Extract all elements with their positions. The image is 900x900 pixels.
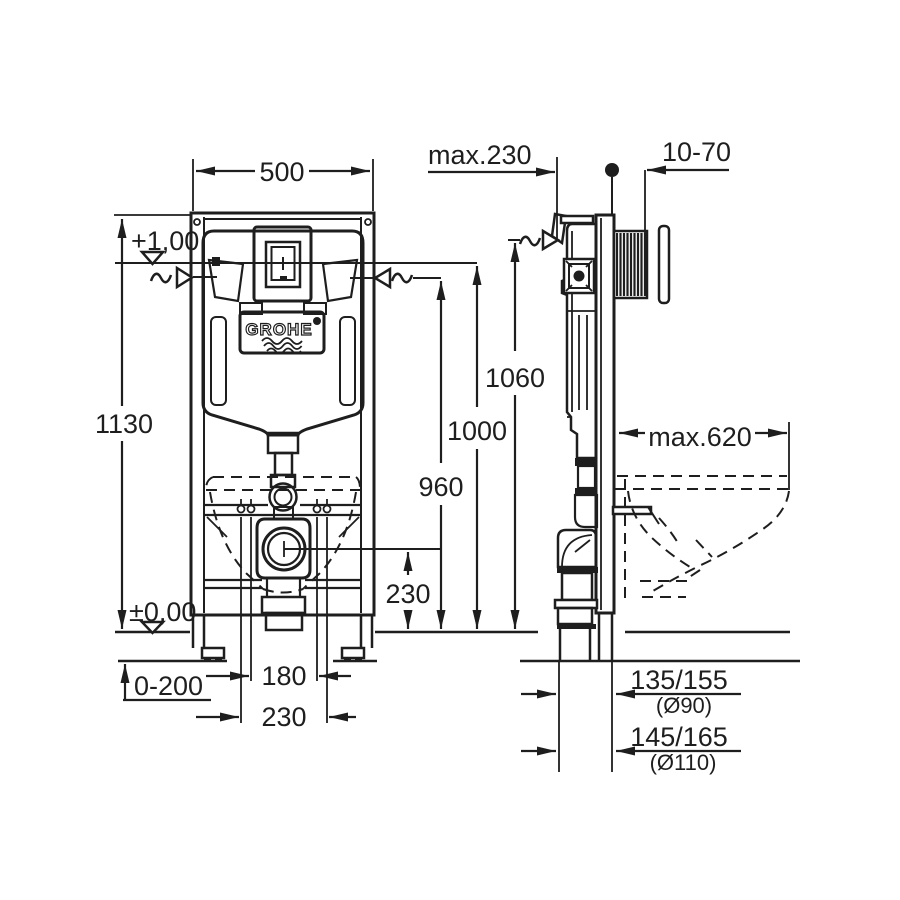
- dimensions: 500 1130 960 1000 1060 230 0-200 180: [95, 137, 790, 775]
- rail-profile: [594, 213, 616, 615]
- supply-arrow-left-icon: [149, 265, 217, 290]
- water-supply-symbols: [149, 228, 561, 290]
- dim-max230-label: max.230: [428, 140, 532, 170]
- dim-1000-label: 1000: [447, 416, 507, 446]
- dim-width-label: 500: [259, 157, 304, 187]
- wave-icon: [261, 337, 303, 355]
- dim-height-label: 1130: [95, 409, 153, 439]
- dim-outlet-height-label: 230: [385, 579, 430, 609]
- pipe-flange-icon: [268, 482, 298, 512]
- bolt-icon: [236, 504, 246, 514]
- tank-rib-right: [339, 316, 356, 406]
- dim-offset90-label: 135/155: [630, 665, 728, 695]
- front-view: GROHE: [189, 211, 376, 661]
- dim-foot-range-label: 0-200: [134, 671, 203, 701]
- drain-housing: [255, 517, 312, 632]
- bracket-bar: [559, 214, 595, 225]
- registered-mark-icon: [313, 317, 321, 325]
- corner-screw-icon: [364, 218, 372, 226]
- level-triangle-icon: [139, 620, 166, 635]
- actuation-window: [239, 225, 327, 315]
- frame-outline: [189, 211, 376, 617]
- bolt-icon: [246, 504, 256, 514]
- level-triangle-icon: [139, 250, 166, 266]
- dim-offset110-label: 145/165: [630, 722, 728, 752]
- flush-pipe: [266, 431, 300, 520]
- supply-arrow-side-icon: [508, 228, 561, 252]
- bowl-outline-front: [205, 476, 361, 594]
- brand-logo-text: GROHE: [245, 320, 312, 339]
- dim-960-label: 960: [418, 472, 463, 502]
- reference-dot-icon: [605, 163, 619, 177]
- actuation-spacer: [612, 224, 671, 305]
- tank-wing-right: [321, 258, 359, 303]
- fixing-block: [562, 257, 596, 295]
- cross-rails: [205, 499, 362, 590]
- bolt-icon: [322, 504, 332, 514]
- supply-arrow-right-icon: [350, 266, 441, 290]
- tank-rib-left: [210, 316, 227, 406]
- dim-1060-label: 1060: [485, 363, 545, 393]
- cistern-tank: [201, 229, 365, 437]
- side-view: [550, 163, 790, 661]
- tank-wing-left: [207, 258, 245, 303]
- level-markers: +1,00 ±0,00: [129, 226, 199, 635]
- flush-plate-profile: [657, 224, 671, 305]
- dim-dia110-label: (Ø110): [650, 750, 717, 775]
- dim-dia90-label: (Ø90): [656, 693, 712, 718]
- dim-max620-label: max.620: [648, 422, 752, 452]
- dim-230-label: 230: [261, 702, 306, 732]
- dim-180-label: 180: [261, 661, 306, 691]
- dim-1070-label: 10-70: [662, 137, 731, 167]
- bolt-icon: [312, 504, 322, 514]
- bowl-outline-side: [615, 475, 790, 600]
- brand-plate: GROHE: [238, 310, 326, 355]
- frame-feet: [191, 615, 374, 661]
- corner-screw-icon: [193, 218, 201, 226]
